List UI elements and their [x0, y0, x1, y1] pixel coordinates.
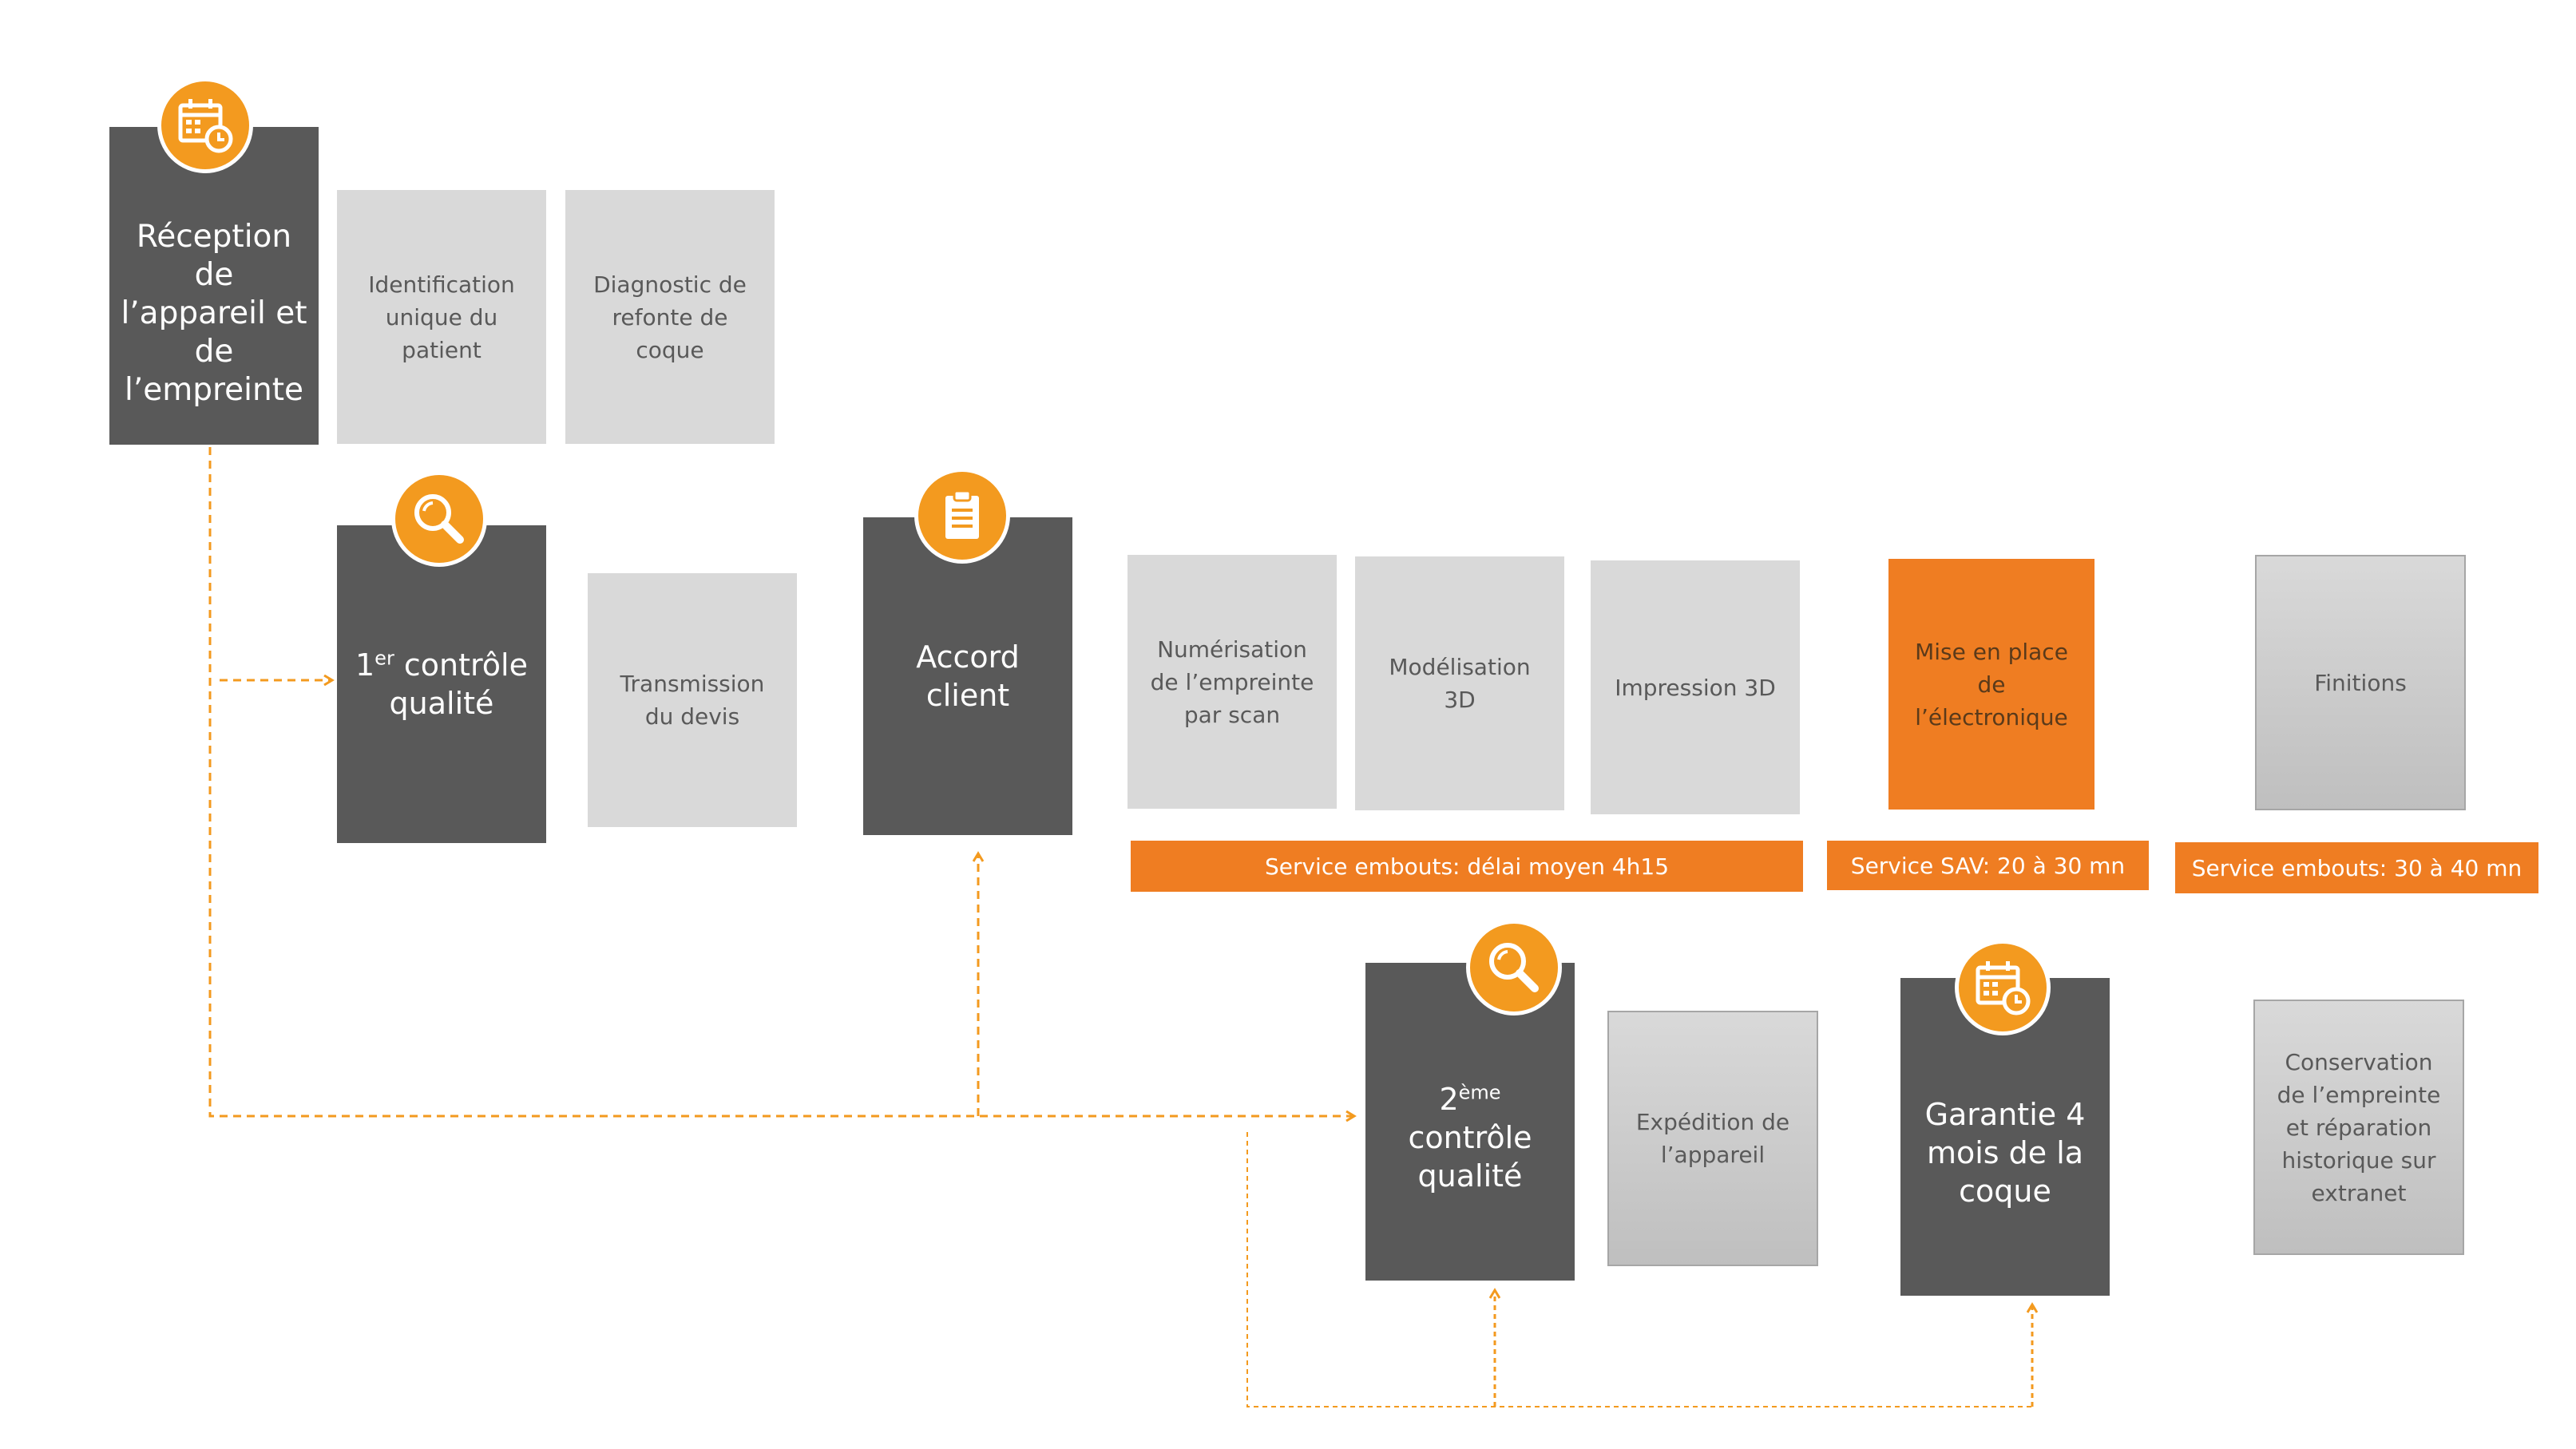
band-service-embouts-1: Service embouts: délai moyen 4h15: [1131, 841, 1803, 892]
step-electronique-label: Mise en place de l’électronique: [1915, 638, 2068, 730]
step-diagnostic-label: Diagnostic de refonte de coque: [593, 271, 747, 363]
step-identification-label: Identification unique du patient: [368, 271, 515, 363]
step-transmission: Transmission du devis: [588, 573, 797, 827]
magnifier-icon: [391, 471, 487, 567]
step-diagnostic: Diagnostic de refonte de coque: [565, 190, 775, 444]
step-controle1: 1er contrôle qualité: [337, 525, 546, 843]
step-expedition-label: Expédition de l’appareil: [1635, 1109, 1790, 1168]
step-controle2-num: 2: [1439, 1082, 1459, 1117]
step-controle2: 2ème contrôle qualité: [1365, 963, 1575, 1281]
step-numerisation-label: Numérisation de l’empreinte par scan: [1150, 635, 1314, 728]
connector-reception-trunk: [208, 447, 1353, 1116]
step-garantie: Garantie 4 mois de la coque: [1900, 978, 2110, 1296]
step-expedition: Expédition de l’appareil: [1607, 1011, 1818, 1266]
step-finitions-label: Finitions: [2314, 669, 2407, 696]
step-controle2-sup: ème: [1458, 1081, 1501, 1104]
step-controle1-label: contrôle qualité: [389, 647, 528, 721]
step-conservation-label: Conservation de l’empreinte et réparatio…: [2277, 1048, 2441, 1206]
step-transmission-label: Transmission du devis: [620, 671, 765, 730]
step-impression-label: Impression 3D: [1615, 674, 1776, 701]
step-finitions: Finitions: [2255, 555, 2466, 810]
step-accord-label: Accord client: [916, 639, 1020, 713]
step-impression: Impression 3D: [1591, 560, 1800, 814]
step-electronique: Mise en place de l’électronique: [1888, 559, 2094, 810]
step-conservation: Conservation de l’empreinte et réparatio…: [2253, 1000, 2464, 1255]
step-controle2-label: contrôle qualité: [1408, 1120, 1532, 1194]
step-identification: Identification unique du patient: [337, 190, 546, 444]
magnifier-icon: [1466, 920, 1562, 1015]
step-numerisation: Numérisation de l’empreinte par scan: [1127, 555, 1337, 809]
step-reception-label: Réception de l’appareil et de l’empreint…: [121, 219, 307, 408]
band-service-sav: Service SAV: 20 à 30 mn: [1827, 841, 2149, 890]
calendar-clock-icon: [1955, 940, 2051, 1035]
band-service-embouts-2: Service embouts: 30 à 40 mn: [2175, 842, 2538, 893]
step-modelisation: Modélisation 3D: [1355, 556, 1564, 810]
calendar-clock-icon: [157, 77, 253, 173]
step-garantie-label: Garantie 4 mois de la coque: [1924, 1097, 2086, 1209]
step-controle1-sup: er: [375, 647, 394, 670]
connector-bottom-loop: [1246, 1132, 2032, 1407]
clipboard-icon: [914, 468, 1010, 564]
step-reception: Réception de l’appareil et de l’empreint…: [109, 127, 319, 445]
step-controle1-num: 1: [355, 647, 375, 683]
step-accord: Accord client: [863, 517, 1072, 835]
step-modelisation-label: Modélisation 3D: [1389, 654, 1531, 713]
